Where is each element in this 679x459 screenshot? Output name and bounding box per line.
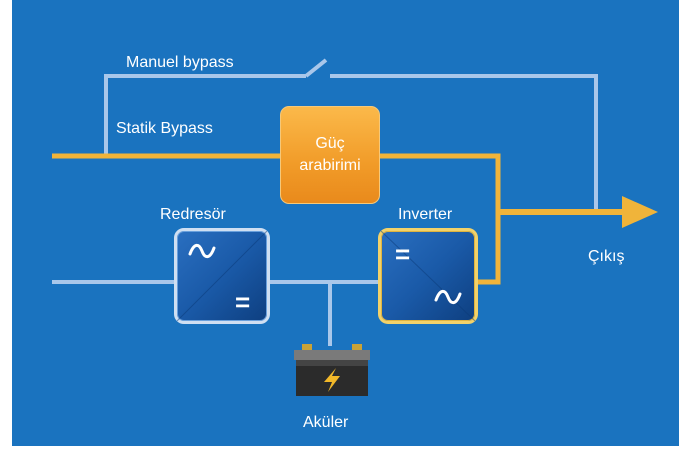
rectifier-box: = [174, 228, 270, 324]
power-interface-label-line1: Güç [315, 135, 345, 152]
ac-icon [434, 289, 462, 305]
manual-bypass-line-right [330, 74, 598, 212]
static-bypass-line-out [378, 153, 501, 212]
manual-bypass-switch [304, 58, 328, 78]
inverter-box: = [378, 228, 478, 324]
rectifier-label: Redresör [160, 206, 226, 223]
ac-icon [188, 243, 216, 259]
manual-bypass-line [104, 74, 306, 156]
dc-icon: = [395, 239, 411, 269]
inverter-output-line [478, 212, 501, 285]
manual-bypass-label: Manuel bypass [126, 54, 234, 71]
output-label: Çıkış [588, 248, 625, 265]
output-arrow [622, 196, 658, 228]
inverter-divider [381, 231, 475, 321]
dc-icon: = [235, 287, 251, 317]
batteries-label: Aküler [303, 414, 349, 431]
power-interface-box: Güç arabirimi [280, 106, 380, 204]
battery-icon [294, 344, 370, 396]
power-interface-label-line2: arabirimi [299, 157, 361, 174]
rectifier-divider [177, 231, 267, 321]
static-bypass-label: Statik Bypass [116, 120, 213, 137]
inverter-label: Inverter [398, 206, 453, 223]
